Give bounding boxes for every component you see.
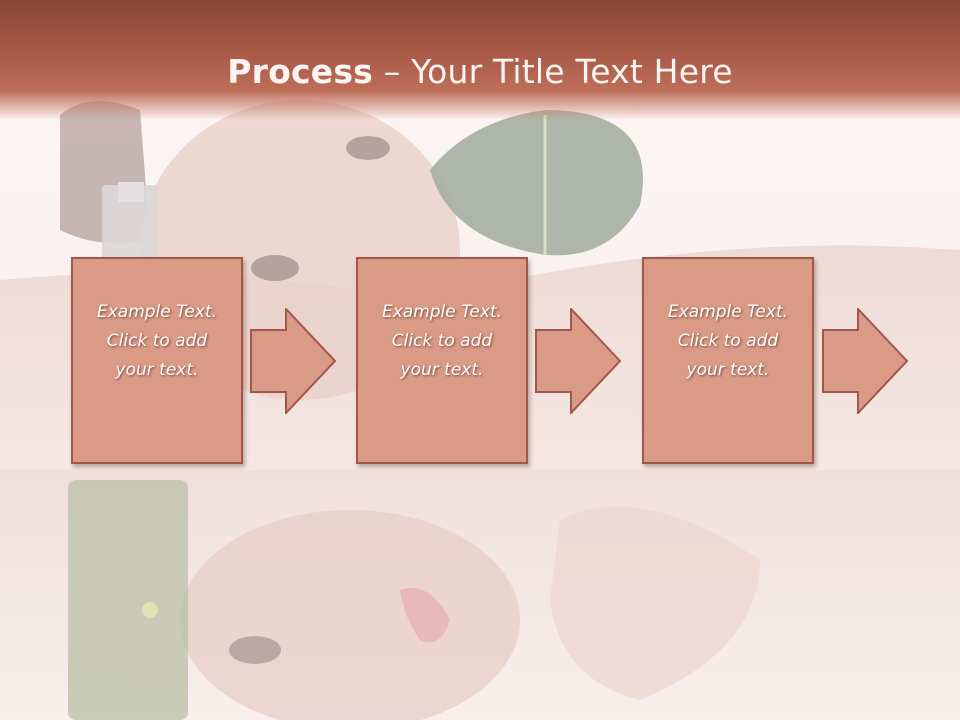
- step-2-line-2: Click to add: [391, 331, 493, 351]
- title-bar: [0, 0, 960, 120]
- step-2-text: Example Text. Click to add your text.: [372, 298, 512, 385]
- arrow-right-icon: [535, 308, 621, 414]
- step-1-line-1: Example Text.: [96, 302, 218, 322]
- step-1-line-2: Click to add: [106, 331, 208, 351]
- process-step-3[interactable]: Example Text. Click to add your text.: [642, 257, 814, 464]
- title-bold: Process: [227, 52, 374, 91]
- title-rest: – Your Title Text Here: [373, 52, 733, 91]
- slide-title[interactable]: Process – Your Title Text Here: [0, 52, 960, 91]
- step-3-line-3: your text.: [686, 360, 770, 380]
- step-3-text: Example Text. Click to add your text.: [658, 298, 798, 385]
- step-3-line-1: Example Text.: [667, 302, 789, 322]
- arrow-right-icon: [822, 308, 908, 414]
- arrow-right-icon: [250, 308, 336, 414]
- process-step-2[interactable]: Example Text. Click to add your text.: [356, 257, 528, 464]
- step-1-text: Example Text. Click to add your text.: [87, 298, 227, 385]
- step-1-line-3: your text.: [115, 360, 199, 380]
- step-2-line-1: Example Text.: [381, 302, 503, 322]
- step-2-line-3: your text.: [400, 360, 484, 380]
- step-3-line-2: Click to add: [677, 331, 779, 351]
- process-step-1[interactable]: Example Text. Click to add your text.: [71, 257, 243, 464]
